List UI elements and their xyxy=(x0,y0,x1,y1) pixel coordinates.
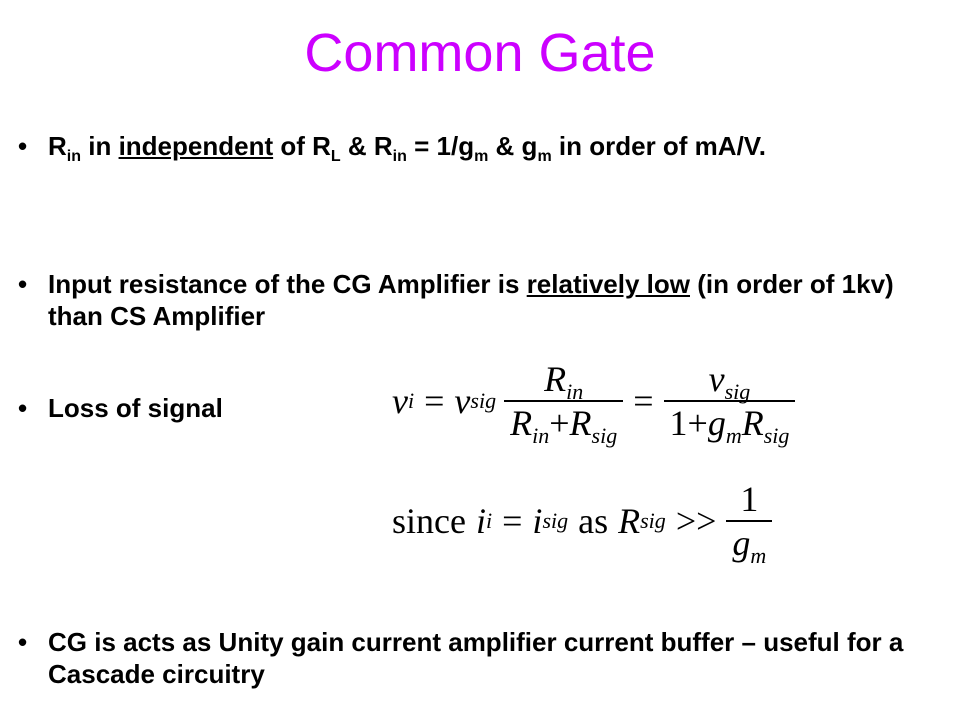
bullet-text: Loss of signal xyxy=(48,393,223,423)
slide-title: Common Gate xyxy=(304,23,656,83)
bullet-input-resistance: • Input resistance of the CG Amplifier i… xyxy=(18,268,918,332)
bullet-text: Input resistance of the CG Amplifier is … xyxy=(48,269,894,331)
bullet-unity-gain: • CG is acts as Unity gain current ampli… xyxy=(18,626,918,690)
bullet-marker: • xyxy=(18,627,28,657)
bullet-marker: • xyxy=(18,393,28,423)
bullet-loss-of-signal: • Loss of signal xyxy=(18,392,918,424)
bullet-marker: • xyxy=(18,269,28,299)
bullet-text: Rin in independent of RL & Rin = 1/gm & … xyxy=(48,131,766,165)
bullet-marker: • xyxy=(18,131,28,161)
bullet-rin-independent: • Rin in independent of RL & Rin = 1/gm … xyxy=(18,130,918,165)
bullet-text: CG is acts as Unity gain current amplifi… xyxy=(48,627,904,689)
